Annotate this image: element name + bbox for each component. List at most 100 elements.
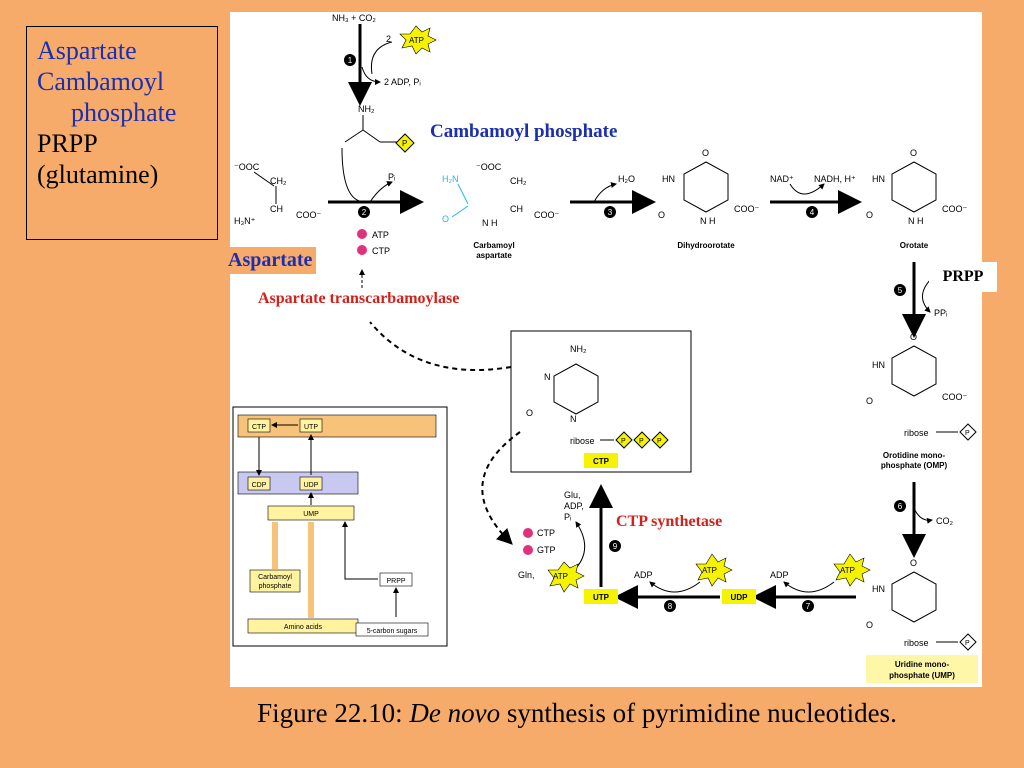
step9-atp: ATP — [553, 572, 568, 581]
ca-label-1: Carbamoyl — [473, 241, 514, 250]
step-number-2: 2 — [362, 208, 367, 217]
inset-ctp-box — [247, 418, 271, 433]
ump-hn: HN — [872, 584, 885, 594]
ctp-o: O — [526, 408, 533, 418]
step1-products: 2 ADP, Pᵢ — [384, 77, 421, 87]
inhibitor-ctp: CTP — [372, 246, 390, 256]
or-o-left: O — [866, 210, 873, 220]
legend-prpp: PRPP — [37, 129, 98, 158]
ctp-feedback-curve — [369, 321, 512, 371]
ca-coo: ⁻OOC — [476, 162, 502, 172]
atp-burst-icon — [833, 553, 871, 587]
ctp-p3: P — [657, 438, 662, 445]
ctp-ribose: ribose — [570, 436, 595, 446]
inset-udp-box — [299, 476, 323, 491]
dho-o-top: O — [702, 148, 709, 158]
inhibitor-icon — [357, 245, 367, 255]
step-number-7: 7 — [806, 602, 811, 611]
step-badge-1 — [344, 54, 356, 66]
inhibitor-icon — [523, 528, 533, 538]
inset-ump: UMP — [303, 511, 319, 518]
ctp-n1: N — [570, 414, 577, 424]
step8-curve — [649, 581, 701, 593]
ump-ribose: ribose — [904, 638, 929, 648]
inset-utp: UTP — [304, 424, 318, 431]
omp-ribose: ribose — [904, 428, 929, 438]
inset-sugars-box — [355, 622, 429, 637]
ca-nh: N H — [482, 218, 498, 228]
caption-italic: De novo — [409, 698, 501, 728]
dho-nh: N H — [700, 216, 716, 226]
step-badge-7 — [802, 600, 814, 612]
inset-carbamoyl-box — [249, 569, 301, 593]
utp-box — [584, 589, 618, 604]
ca-label-2: aspartate — [476, 251, 512, 260]
or-coo: COO⁻ — [942, 204, 968, 214]
step7-adp: ADP — [770, 570, 789, 580]
aspartate-transcarbamoylase-annotation: Aspartate transcarbamoylase — [258, 290, 460, 307]
inset-ctp: CTP — [252, 424, 266, 431]
inset-utp-box — [299, 418, 323, 433]
asp-coo2: COO⁻ — [296, 210, 322, 220]
step-number-5: 5 — [898, 286, 903, 295]
reactants-label: NH₃ + CO₂ — [332, 13, 376, 23]
inset-cdp-box — [247, 476, 271, 491]
legend-glutamine: (glutamine) — [37, 160, 159, 189]
inset-udp: UDP — [304, 482, 319, 489]
omp-p: P — [965, 430, 970, 437]
omp-ring — [891, 345, 937, 397]
ctp-p2: P — [639, 438, 644, 445]
atp-burst-icon — [547, 561, 585, 593]
ca-bond — [451, 205, 469, 218]
ctp-nh2: NH₂ — [570, 344, 587, 354]
ump-label-bg — [866, 655, 978, 683]
dho-coo: COO⁻ — [734, 204, 760, 214]
step-badge-4 — [806, 206, 818, 218]
pathway-figure: NH₃ + CO₂ 2 ATP 2 ADP, Pᵢ 1 NH₂ P ⁻OOC C… — [230, 12, 982, 687]
omp-o-top: O — [910, 332, 917, 342]
ca-coo2: COO⁻ — [534, 210, 560, 220]
ump-o-top: O — [910, 558, 917, 568]
utp-label: UTP — [593, 593, 610, 602]
ump-label-2: phosphate (UMP) — [889, 671, 955, 680]
step7-atp: ATP — [840, 566, 855, 575]
ctp-ring — [553, 363, 599, 415]
cp-to-step2-curve — [341, 147, 366, 203]
omp-o-left: O — [866, 396, 873, 406]
caption-suffix: synthesis of pyrimidine nucleotides. — [500, 698, 897, 728]
inset-amino-acids: Amino acids — [284, 624, 323, 631]
carbamoyl-phosphate-annotation: Cambamoyl phosphate — [430, 121, 618, 142]
activator-icon — [357, 229, 367, 239]
step6-co2: CO₂ — [936, 516, 954, 526]
ca-bond — [457, 183, 469, 205]
ump-ring — [891, 571, 937, 623]
udp-label: UDP — [731, 593, 749, 602]
activator-icon — [523, 545, 533, 555]
ca-o: O — [442, 214, 449, 224]
figure-caption: Figure 22.10: De novo synthesis of pyrim… — [0, 698, 1024, 729]
prpp-annotation: PRPP — [929, 262, 997, 292]
step6-curve — [913, 507, 933, 524]
phosphate-diamond-icon — [395, 133, 415, 153]
step4-nad: NAD⁺ — [770, 174, 794, 184]
inset-prpp-box — [379, 572, 413, 587]
step2-pi: Pᵢ — [388, 172, 395, 182]
inset-sugars: 5-carbon sugars — [367, 628, 418, 635]
step3-h2o: H₂O — [618, 174, 635, 184]
aspartate-annotation: Aspartate — [224, 247, 317, 274]
step4-curve — [789, 183, 825, 195]
step-number-1: 1 — [348, 56, 353, 65]
ca-h2n: H₂N — [442, 174, 459, 184]
omp-label-2: phosphate (OMP) — [881, 461, 948, 470]
step8-atp: ATP — [702, 566, 717, 575]
ctp-n: N — [544, 372, 551, 382]
step7-curve — [783, 581, 835, 593]
cp-bond — [362, 129, 381, 143]
ctp-synthetase-feedback-curve — [481, 431, 521, 545]
ctp-phosphate-icon — [615, 431, 633, 449]
ctp-synthetase-annotation: CTP synthetase — [616, 513, 723, 530]
inset-top-band — [237, 414, 437, 438]
caption-prefix: Figure 22.10: — [257, 698, 410, 728]
asp-ch2: CH₂ — [270, 176, 287, 186]
asp-nh3: H₃N⁺ — [234, 216, 256, 226]
